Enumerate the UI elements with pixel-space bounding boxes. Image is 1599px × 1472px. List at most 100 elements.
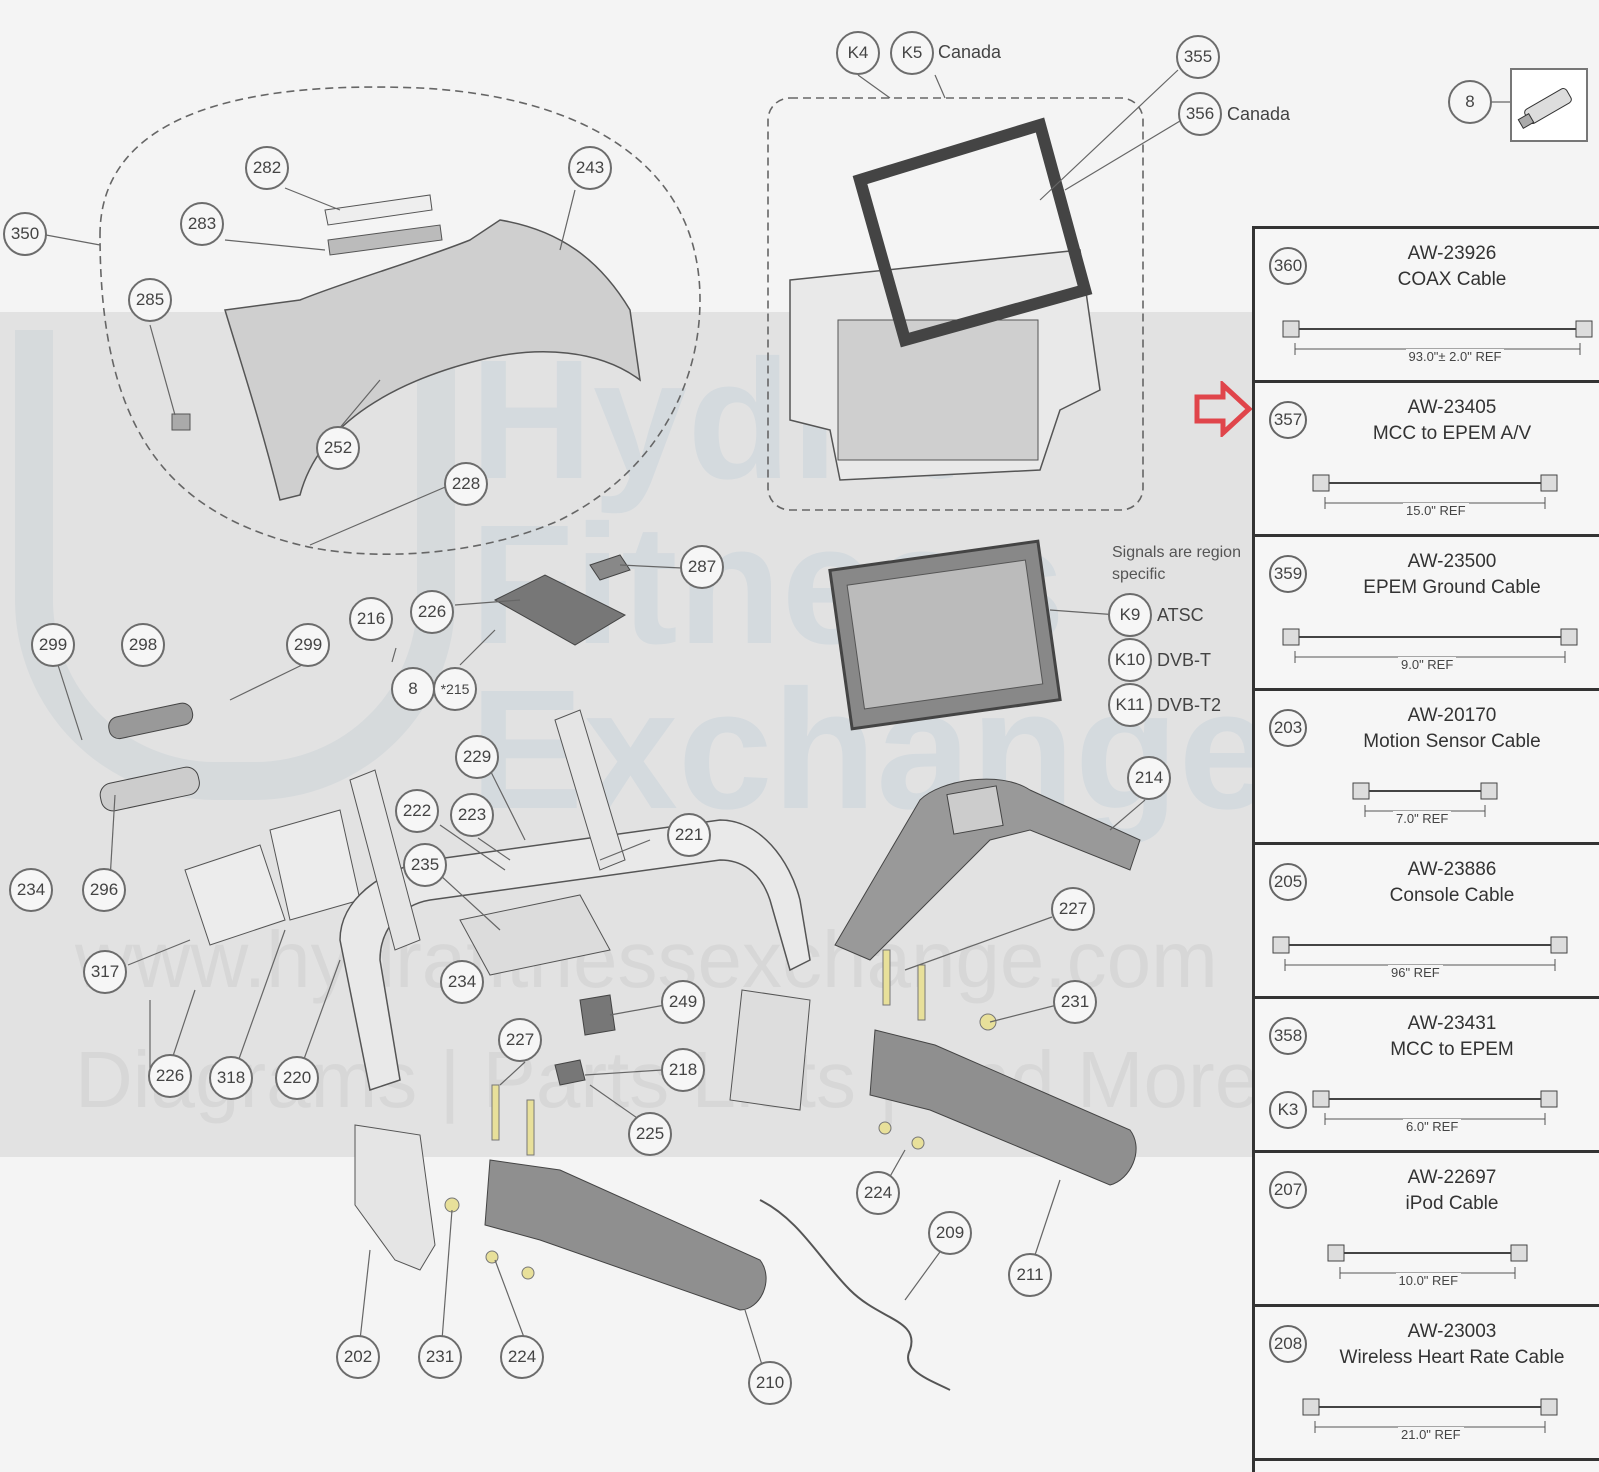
cable-length-ref: 21.0" REF bbox=[1398, 1427, 1464, 1442]
cable-part-number: AW-23003 bbox=[1407, 1321, 1497, 1342]
cable-number-badge: 358 bbox=[1269, 1017, 1307, 1055]
usb-key-image bbox=[1510, 68, 1588, 142]
callout-252-c252: 252 bbox=[316, 426, 360, 470]
upright-bracket-right-part bbox=[554, 709, 626, 871]
nut-224-left-a-part bbox=[485, 1250, 499, 1264]
cable-length-ref: 7.0" REF bbox=[1393, 811, 1452, 826]
bolt-227-right-a-part bbox=[882, 949, 891, 1006]
pcb-226-part bbox=[493, 574, 627, 646]
cable-drawing bbox=[1352, 782, 1498, 817]
callout-229-c229: 229 bbox=[455, 735, 499, 779]
bracket-287-part bbox=[589, 554, 631, 581]
highlight-arrow-icon bbox=[1194, 381, 1253, 437]
cable-description: Console Cable bbox=[1389, 885, 1515, 906]
cable-number-badge: 208 bbox=[1269, 1325, 1307, 1363]
cable-drawing bbox=[1282, 628, 1578, 663]
callout-282-c282: 282 bbox=[245, 146, 289, 190]
cable-number-badge: 359 bbox=[1269, 555, 1307, 593]
cable-number-badge: 357 bbox=[1269, 401, 1307, 439]
cable-part-number: AW-20170 bbox=[1407, 705, 1497, 726]
cable-drawing bbox=[1282, 320, 1593, 355]
clip-285-part bbox=[171, 413, 191, 431]
cable-description: MCC to EPEM A/V bbox=[1372, 423, 1532, 444]
atsc-label: ATSC bbox=[1157, 605, 1204, 625]
safety-key-cord-209-part bbox=[759, 1199, 951, 1391]
switch-249-part bbox=[579, 994, 616, 1036]
cable-description: Motion Sensor Cable bbox=[1363, 731, 1541, 752]
callout-215-c215: *215 bbox=[433, 667, 477, 711]
bracket-296-part bbox=[99, 766, 200, 812]
callout-K4-cK4: K4 bbox=[836, 31, 880, 75]
callout-216-c216: 216 bbox=[349, 597, 393, 641]
upright-bracket-left-part bbox=[349, 769, 421, 951]
callout-224-c224b: 224 bbox=[500, 1335, 544, 1379]
callout-227-c227b: 227 bbox=[498, 1018, 542, 1062]
callout-8-c8b: 8 bbox=[391, 667, 435, 711]
cable-drawing bbox=[1327, 1244, 1528, 1279]
callout-296-c296: 296 bbox=[82, 868, 126, 912]
nut-224-right-a-part bbox=[878, 1121, 892, 1135]
callout-231-c231b: 231 bbox=[418, 1335, 462, 1379]
cable-number-badge: 360 bbox=[1269, 247, 1307, 285]
handlebar-214-part bbox=[834, 778, 1141, 961]
cable-number-badge: 203 bbox=[1269, 709, 1307, 747]
nut-224-left-b-part bbox=[521, 1266, 535, 1280]
callout-K9-cK9: K9 bbox=[1108, 593, 1152, 637]
callout-299-c299a: 299 bbox=[31, 623, 75, 667]
callout-285-c285: 285 bbox=[128, 278, 172, 322]
callout-222-c222: 222 bbox=[395, 789, 439, 833]
callout-298-c298: 298 bbox=[121, 623, 165, 667]
callout-231-c231a: 231 bbox=[1053, 980, 1097, 1024]
callout-K10-cK10: K10 bbox=[1108, 638, 1152, 682]
callout-K5-cK5: K5 bbox=[890, 31, 934, 75]
cable-length-ref: 93.0"± 2.0" REF bbox=[1405, 349, 1505, 364]
callout-317-c317: 317 bbox=[83, 950, 127, 994]
display-window-part bbox=[837, 319, 1039, 461]
callout-223-c223: 223 bbox=[450, 793, 494, 837]
callout-283-c283: 283 bbox=[180, 202, 224, 246]
callout-356-c356: 356 bbox=[1178, 92, 1222, 136]
callout-226-c226b: 226 bbox=[148, 1054, 192, 1098]
overlay-282-part bbox=[324, 194, 433, 226]
handlebar-left-210-part bbox=[484, 1159, 767, 1311]
signals-note: Signals are region specific bbox=[1112, 544, 1241, 583]
callout-350-c350: 350 bbox=[3, 212, 47, 256]
callout-225-c225: 225 bbox=[628, 1112, 672, 1156]
callout-355-c355: 355 bbox=[1176, 35, 1220, 79]
handlebar-right-211-part bbox=[869, 1029, 1137, 1186]
callout-228-c228: 228 bbox=[444, 462, 488, 506]
callout-8-c8top: 8 bbox=[1448, 80, 1492, 124]
tray-234-part bbox=[459, 894, 611, 976]
bracket-211-mount-part bbox=[729, 989, 811, 1111]
dvbt2-label: DVB-T2 bbox=[1157, 695, 1222, 715]
cable-description: iPod Cable bbox=[1405, 1193, 1499, 1214]
callout-234-c234b: 234 bbox=[440, 960, 484, 1004]
dvbt-label: DVB-T bbox=[1157, 650, 1211, 670]
plate-318-part bbox=[269, 809, 361, 921]
cable-part-number: AW-23886 bbox=[1407, 859, 1497, 880]
callout-209-c209: 209 bbox=[928, 1211, 972, 1255]
callout-220-c220: 220 bbox=[275, 1056, 319, 1100]
callout-234-c234a: 234 bbox=[9, 868, 53, 912]
canada-label-356: Canada bbox=[1227, 104, 1291, 124]
plate-317-part bbox=[184, 844, 286, 946]
callout-243-c243: 243 bbox=[568, 146, 612, 190]
handlebar-display-part bbox=[946, 785, 1004, 835]
cable-length-ref: 9.0" REF bbox=[1398, 657, 1457, 672]
tv-screen-part bbox=[846, 559, 1044, 710]
callout-249-c249: 249 bbox=[661, 980, 705, 1024]
overlay-283-part bbox=[327, 224, 443, 256]
callout-224-c224a: 224 bbox=[856, 1171, 900, 1215]
cable-length-ref: 96" REF bbox=[1388, 965, 1443, 980]
display-group-outline bbox=[767, 97, 1144, 511]
cable-length-ref: 6.0" REF bbox=[1403, 1119, 1462, 1134]
cable-description: Wireless Heart Rate Cable bbox=[1339, 1347, 1565, 1368]
spring-298-part bbox=[108, 702, 194, 740]
